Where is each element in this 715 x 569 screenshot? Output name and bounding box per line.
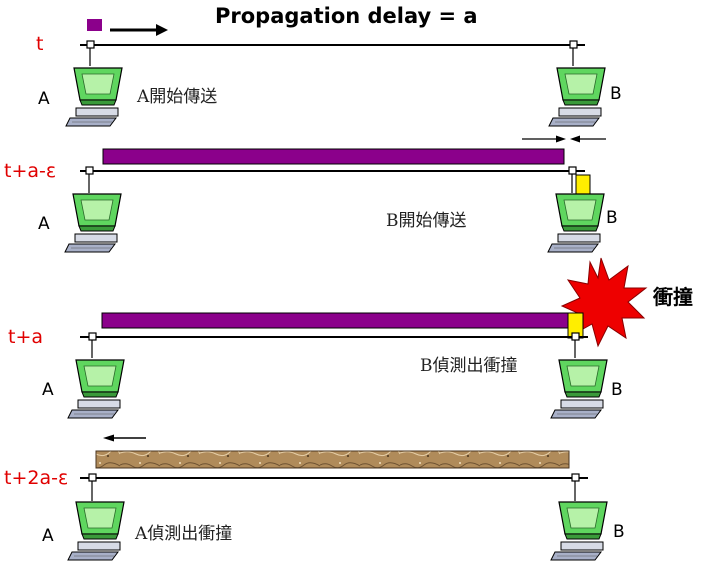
time-label: t+a-ε (4, 160, 57, 182)
frame-a (102, 148, 565, 165)
computer-a-icon (67, 359, 125, 419)
tap-b (569, 40, 578, 49)
diagram-title: Propagation delay = a (215, 4, 478, 28)
node-b-label: B (613, 522, 625, 542)
node-b-label: B (606, 208, 618, 228)
caption: B偵測出衝撞 (420, 356, 518, 376)
tap-a (85, 166, 94, 175)
tap-b (571, 332, 580, 341)
time-label: t+2a-ε (4, 467, 69, 489)
panel-1 (65, 19, 606, 127)
panel-2 (64, 135, 606, 253)
right-arrow (110, 24, 168, 36)
panel-4 (67, 434, 608, 561)
caption: A偵測出衝撞 (135, 524, 233, 544)
computer-a-icon (64, 193, 122, 253)
collision-label: 衝撞 (653, 285, 693, 309)
caption: B開始傳送 (386, 211, 467, 231)
tap-b (568, 166, 577, 175)
computer-b-icon (548, 67, 606, 127)
node-a-label: A (38, 89, 50, 109)
computer-b-icon (547, 193, 605, 253)
tap-a (88, 332, 97, 341)
time-label: t+a (8, 326, 44, 348)
tap-a (86, 40, 95, 49)
frame-a-start (87, 19, 102, 31)
node-a-label: A (42, 526, 54, 546)
panel-3 (67, 257, 648, 419)
node-b-label: B (611, 380, 623, 400)
garbled-signal (95, 450, 570, 469)
left-arrow (103, 434, 146, 442)
computer-a-icon (65, 67, 123, 127)
caption: A開始傳送 (137, 87, 218, 107)
node-a-label: A (42, 380, 54, 400)
tap-a (88, 473, 97, 482)
converging-arrows (522, 135, 606, 143)
computer-a-icon (67, 501, 125, 561)
computer-b-icon (550, 359, 608, 419)
computer-b-icon (550, 501, 608, 561)
time-label: t (36, 33, 44, 55)
node-a-label: A (38, 214, 50, 234)
tap-b (571, 473, 580, 482)
frame-a (101, 312, 571, 329)
node-b-label: B (610, 84, 622, 104)
